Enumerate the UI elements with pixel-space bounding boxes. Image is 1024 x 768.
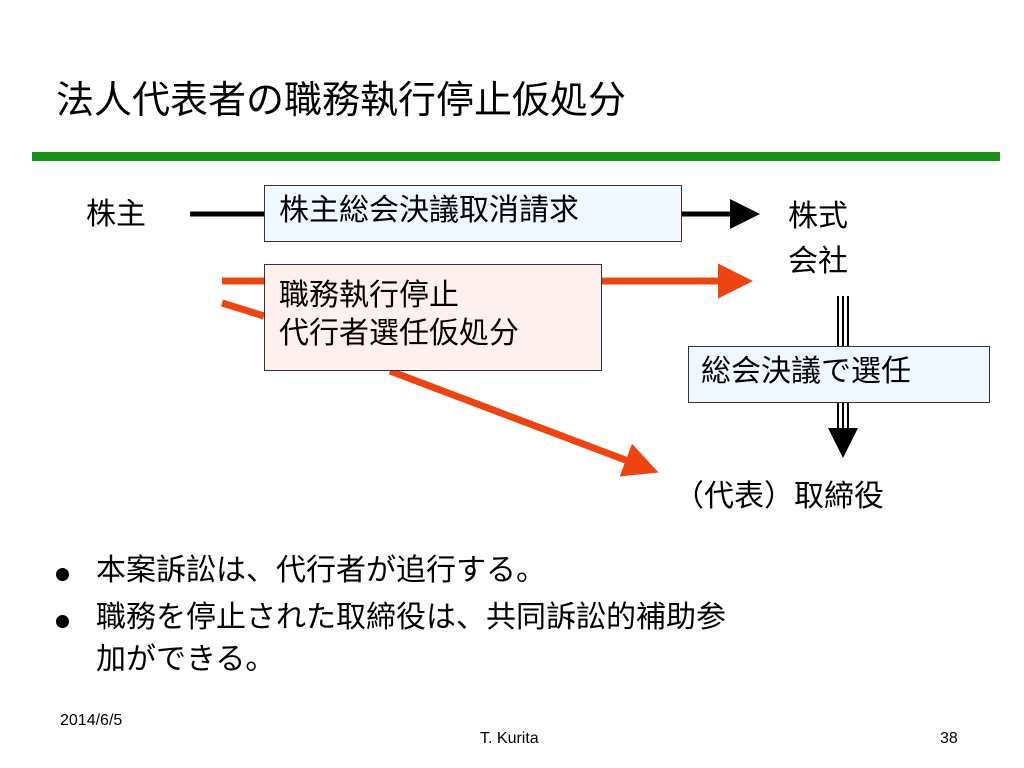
down-arrowhead	[828, 428, 858, 458]
footer-date: 2014/6/5	[60, 712, 123, 729]
rescission-suit-label: 株主総会決議取消請求	[279, 193, 579, 228]
shareholder-label: 株主	[86, 197, 146, 232]
election-box: 総会決議で選任	[688, 346, 990, 403]
bullet-dot	[56, 615, 69, 628]
rescission-suit-box: 株主総会決議取消請求	[264, 185, 682, 242]
provisional-line2: 代行者選任仮処分	[279, 315, 519, 351]
red-diag-start	[220, 299, 266, 320]
provisional-line1: 職務執行停止	[279, 278, 459, 313]
bullet-dot	[56, 568, 69, 581]
company-label-line1: 株式	[788, 199, 848, 234]
company-label-line2: 会社	[788, 244, 848, 279]
bullet-item-2: 職務を停止された取締役は、共同訴訟的補助参 加ができる。	[56, 597, 976, 681]
bullet-text: 本案訴訟は、代行者が追行する。	[96, 553, 546, 588]
red-arrow-to-director	[388, 367, 659, 477]
bullet-text-continued: 加ができる。	[96, 642, 276, 677]
director-label: （代表）取締役	[674, 479, 884, 514]
provisional-disposition-box: 職務執行停止 代行者選任仮処分	[264, 264, 602, 371]
bullet-item-1: 本案訴訟は、代行者が追行する。	[56, 550, 976, 592]
footer-page-number: 38	[940, 730, 958, 747]
bullet-text: 職務を停止された取締役は、共同訴訟的補助参	[96, 600, 726, 635]
footer-author: T. Kurita	[480, 730, 539, 747]
election-label: 総会決議で選任	[701, 354, 911, 389]
title-underline	[32, 152, 1000, 161]
slide-title: 法人代表者の職務執行停止仮処分	[56, 78, 627, 122]
